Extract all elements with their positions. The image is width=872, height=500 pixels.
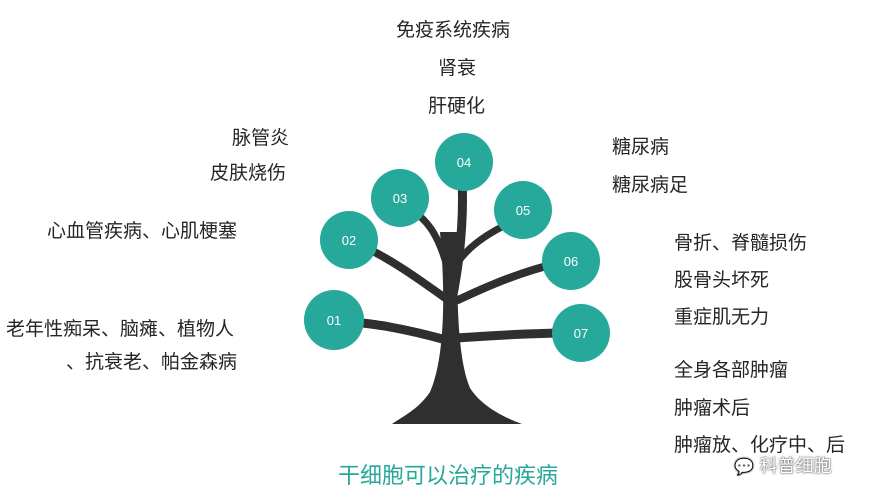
label-immune-disease: 免疫系统疾病: [396, 19, 511, 41]
watermark-text: 科普细胞: [759, 456, 832, 477]
label-antiaging: 、抗衰老、帕金森病: [66, 351, 238, 373]
label-chemo: 肿瘤放、化疗中、后: [674, 434, 846, 456]
label-myasthenia: 重症肌无力: [674, 306, 770, 328]
label-femoral-head: 股骨头坏死: [674, 269, 770, 291]
label-renal-failure: 肾衰: [438, 57, 477, 79]
node-07-label: 07: [574, 326, 588, 341]
tree-nodes: 01 02 03 04 05 06 07: [304, 133, 610, 362]
diagram-caption: 干细胞可以治疗的疾病: [338, 464, 559, 489]
node-02: 02: [320, 211, 378, 269]
label-fracture: 骨折、脊髓损伤: [674, 232, 808, 254]
label-cardiovascular: 心血管疾病、心肌梗塞: [47, 220, 238, 242]
node-06-label: 06: [564, 254, 578, 269]
node-03: 03: [371, 169, 429, 227]
node-02-label: 02: [342, 233, 356, 248]
label-cirrhosis: 肝硬化: [428, 95, 486, 117]
node-05-label: 05: [516, 203, 530, 218]
node-06: 06: [542, 232, 600, 290]
node-07: 07: [552, 304, 610, 362]
label-dementia: 老年性痴呆、脑瘫、植物人: [6, 318, 235, 340]
node-01-label: 01: [327, 313, 341, 328]
watermark: 💬 科普细胞: [734, 452, 832, 478]
tree-trunk: [392, 232, 522, 424]
label-skin-burn: 皮肤烧伤: [210, 162, 287, 184]
label-diabetic-foot: 糖尿病足: [612, 174, 689, 196]
node-03-label: 03: [393, 191, 407, 206]
node-05: 05: [494, 181, 552, 239]
node-04: 04: [435, 133, 493, 191]
label-post-surgery: 肿瘤术后: [674, 397, 751, 419]
node-04-label: 04: [457, 155, 471, 170]
node-01: 01: [304, 290, 364, 350]
wechat-glyph-icon: 💬: [734, 457, 754, 476]
label-vasculitis: 脉管炎: [232, 127, 290, 149]
label-tumors: 全身各部肿瘤: [674, 359, 789, 381]
label-diabetes: 糖尿病: [612, 136, 670, 158]
